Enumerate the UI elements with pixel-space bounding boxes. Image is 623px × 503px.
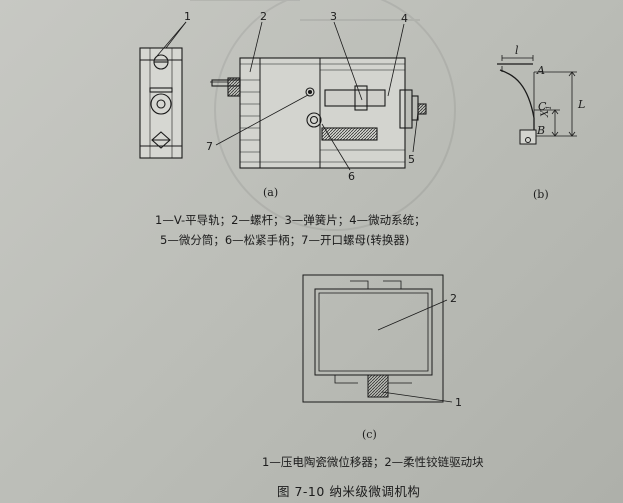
point-c-label: C [538,100,547,113]
callout-a-7: 7 [206,140,213,153]
subfig-b-label: (b) [533,188,549,201]
legend-c: 1—压电陶瓷微位移器；2—柔性铰链驱动块 [262,455,484,469]
dim-x1-label: X1 [540,105,553,117]
subfig-b-drawing [497,55,577,145]
subfig-a-label: (a) [263,186,279,199]
dim-L-label: L [578,98,586,111]
subfig-c-drawing [302,274,453,403]
callout-c-2: 2 [450,292,457,305]
locking-handle [306,112,322,128]
subfig-c-label: (c) [362,428,377,441]
callout-a-3: 3 [330,10,337,23]
callout-c-1: 1 [455,396,462,409]
subfig-a-drawing [139,21,427,171]
legend-a-line2: 5—微分筒；6—松紧手柄；7—开口螺母(转换器) [160,233,410,247]
split-nut [305,87,315,97]
screw-rod [210,77,241,97]
callout-leaders-a [156,21,419,171]
callout-a-6: 6 [348,170,355,183]
main-body [239,57,427,169]
background-watermark [190,0,456,231]
legend-a-line1: 1—V-平导轨；2—螺杆；3—弹簧片；4—微动系统； [155,213,426,227]
callout-a-5: 5 [408,153,415,166]
point-a-label: A [537,64,545,77]
callout-a-4: 4 [401,12,408,25]
v-guide-rail [139,47,183,159]
callout-a-2: 2 [260,10,267,23]
figure-title: 图 7-10 纳米级微调机构 [277,484,421,499]
point-b-label: B [537,124,546,137]
dim-l-label: l [515,44,519,57]
callout-a-1: 1 [184,10,191,23]
